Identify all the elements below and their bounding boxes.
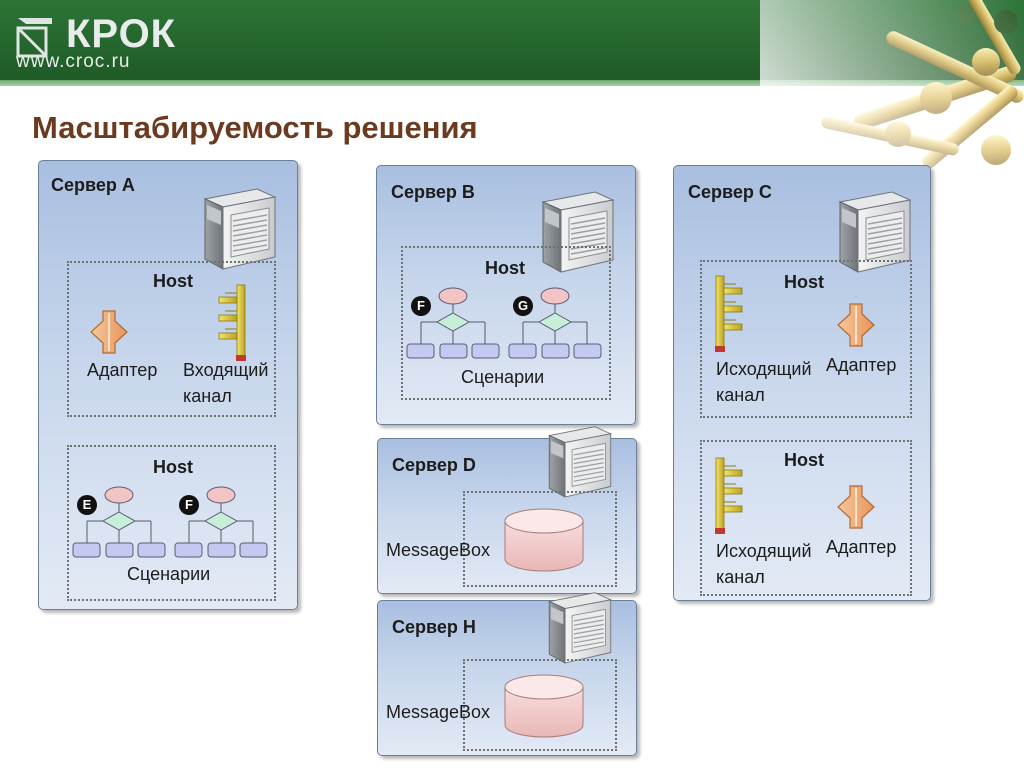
workflow-icon: F <box>173 485 269 559</box>
logo-name: КРОК <box>66 12 177 56</box>
outgoing-channel-icon <box>712 456 746 536</box>
channel-label-line2: канал <box>183 386 232 406</box>
server-a-label: Сервер A <box>51 175 135 195</box>
host-a2: Host E F Сценарии <box>67 445 276 601</box>
channel-label-line2: канал <box>716 385 765 405</box>
host-a1-title: Host <box>153 271 193 291</box>
host-c1: Host Исходящий канал Адаптер <box>700 260 912 418</box>
database-icon <box>503 507 585 573</box>
adapter-label: Адаптер <box>826 355 897 375</box>
server-b: Сервер B Host F G Сценарии <box>376 165 636 425</box>
host-a2-title: Host <box>153 457 193 477</box>
adapter-arrows-icon <box>836 484 876 530</box>
messagebox-frame-d <box>463 491 617 587</box>
server-tower-icon <box>544 589 616 665</box>
server-tower-icon <box>199 185 281 271</box>
page-title: Масштабируемость решения <box>32 110 478 145</box>
server-c: Сервер C Host Исходящий канал Адаптер Ho… <box>673 165 931 601</box>
server-a: Сервер A Host Адаптер Входящий канал Hos… <box>38 160 298 610</box>
host-b-title: Host <box>485 258 525 278</box>
channel-label-line1: Исходящий <box>716 359 812 379</box>
server-d: Сервер D MessageBox <box>377 438 637 594</box>
host-a1: Host Адаптер Входящий канал <box>67 261 276 417</box>
incoming-channel-icon <box>215 283 249 363</box>
host-b: Host F G Сценарии <box>401 246 611 400</box>
server-h: Сервер H MessageBox <box>377 600 637 756</box>
decorative-molecule-icon <box>760 0 1024 190</box>
adapter-arrows-icon <box>89 309 129 355</box>
messagebox-frame-h <box>463 659 617 751</box>
server-h-label: Сервер H <box>392 617 476 637</box>
logo-url: www.croc.ru <box>16 51 131 72</box>
workflow-icon: F <box>405 286 501 360</box>
adapter-arrows-icon <box>836 302 876 348</box>
workflow-badge-g: G <box>518 298 528 313</box>
host-c1-title: Host <box>784 272 824 292</box>
host-c2-title: Host <box>784 450 824 470</box>
server-tower-icon <box>544 423 616 499</box>
header-stripe <box>0 80 1024 86</box>
channel-label-line1: Входящий <box>183 360 269 380</box>
server-c-label: Сервер C <box>688 182 772 202</box>
messagebox-label: MessageBox <box>386 702 491 722</box>
host-c2: Host Исходящий канал Адаптер <box>700 440 912 596</box>
scenarios-label: Сценарии <box>461 367 545 387</box>
channel-label-line1: Исходящий <box>716 541 812 561</box>
workflow-badge-f: F <box>417 298 425 313</box>
adapter-label: Адаптер <box>87 360 158 380</box>
workflow-badge-e: E <box>83 497 92 512</box>
server-b-label: Сервер B <box>391 182 475 202</box>
workflow-badge-f: F <box>185 497 193 512</box>
croc-logo-icon <box>16 18 52 58</box>
server-d-label: Сервер D <box>392 455 476 475</box>
outgoing-channel-icon <box>712 274 746 354</box>
adapter-label: Адаптер <box>826 537 897 557</box>
messagebox-label: MessageBox <box>386 540 491 560</box>
workflow-icon: E <box>71 485 167 559</box>
database-icon <box>503 673 585 739</box>
channel-label-line2: канал <box>716 567 765 587</box>
workflow-icon: G <box>507 286 603 360</box>
scenarios-label: Сценарии <box>127 564 211 584</box>
